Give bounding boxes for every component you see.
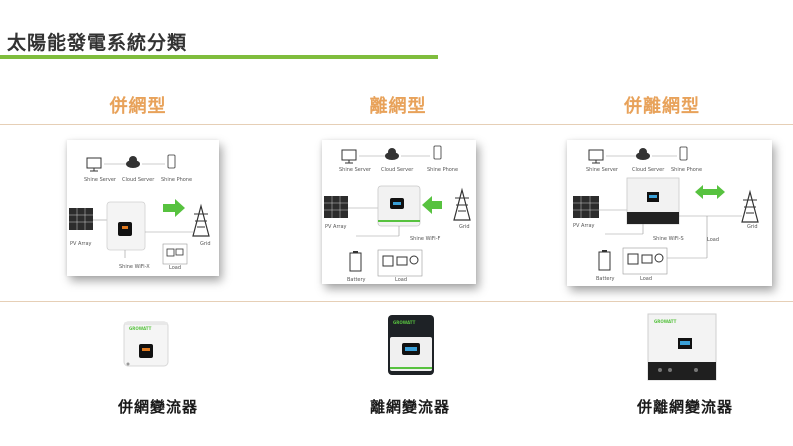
label-shine-wifi: Shine WiFi-F — [410, 236, 441, 242]
label-shine-wifi: Shine WiFi-X — [119, 264, 150, 270]
label-grid: Grid — [200, 241, 211, 247]
label-battery: Battery — [596, 276, 615, 282]
grid-tied-system-diagram: Shine Server Cloud Server Shine Phone PV… — [67, 140, 219, 276]
label-shine-phone: Shine Phone — [427, 167, 459, 173]
arrow-right-icon — [163, 199, 185, 217]
monitor-icon — [588, 149, 604, 164]
monitor-icon — [86, 157, 102, 172]
label-shine-phone: Shine Phone — [671, 167, 703, 173]
brand-logo: GROWATT — [129, 326, 152, 331]
label-cloud-server: Cloud Server — [122, 177, 155, 183]
load-appliances-icon — [377, 249, 423, 277]
hybrid-inverter-image: GROWATT — [646, 312, 718, 382]
phone-icon — [167, 154, 176, 169]
label-shine-server: Shine Server — [84, 177, 116, 183]
label-cloud-server: Cloud Server — [381, 167, 414, 173]
off-grid-inverter-image: GROWATT — [386, 313, 436, 377]
battery-icon — [598, 250, 611, 271]
product-label-off-grid-inverter: 離網變流器 — [369, 398, 450, 416]
solar-panel-icon — [324, 196, 348, 218]
inverter-icon — [377, 185, 421, 227]
brand-logo: GROWATT — [393, 320, 416, 325]
cloud-icon — [385, 148, 399, 160]
arrow-double-icon — [695, 185, 725, 199]
label-pv-array: PV Array — [70, 241, 92, 247]
label-pv-array: PV Array — [325, 224, 347, 230]
label-grid: Grid — [459, 224, 470, 230]
label-grid: Grid — [747, 224, 758, 230]
hybrid-system-diagram: Shine Server Cloud Server Shine Phone PV… — [567, 140, 772, 286]
inverter-icon — [106, 201, 146, 251]
phone-icon — [433, 145, 442, 160]
page-title: 太陽能發電系統分類 — [7, 32, 188, 54]
product-label-hybrid-inverter: 併離網變流器 — [636, 398, 733, 416]
divider-top — [0, 124, 793, 125]
label-battery: Battery — [347, 277, 366, 283]
label-shine-phone: Shine Phone — [161, 177, 193, 183]
label-shine-server: Shine Server — [586, 167, 618, 173]
arrow-left-icon — [422, 196, 442, 214]
solar-panel-icon — [69, 208, 93, 230]
label-shine-wifi: Shine WiFi-S — [653, 236, 684, 242]
off-grid-system-diagram: Shine Server Cloud Server Shine Phone PV… — [322, 140, 476, 284]
label-shine-server: Shine Server — [339, 167, 371, 173]
label-pv-array: PV Array — [573, 223, 595, 229]
transmission-tower-icon — [192, 203, 210, 237]
label-load-top: Load — [707, 237, 719, 243]
label-load: Load — [169, 265, 181, 271]
battery-icon — [349, 251, 362, 272]
transmission-tower-icon — [741, 189, 759, 223]
grid-tied-inverter-image: GROWATT — [120, 318, 172, 370]
column-title-hybrid: 併離網型 — [624, 96, 700, 117]
label-cloud-server: Cloud Server — [632, 167, 665, 173]
product-label-grid-tied-inverter: 併網變流器 — [117, 398, 198, 416]
monitor-icon — [341, 149, 357, 164]
transmission-tower-icon — [453, 187, 471, 221]
cloud-icon — [636, 148, 650, 160]
label-load: Load — [640, 276, 652, 282]
phone-icon — [679, 146, 688, 161]
column-title-grid-tied: 併網型 — [109, 96, 167, 117]
brand-logo: GROWATT — [654, 319, 677, 324]
column-title-off-grid: 離網型 — [369, 96, 427, 117]
label-load: Load — [395, 277, 407, 283]
load-appliances-icon — [622, 247, 668, 275]
title-underline — [0, 55, 438, 59]
cloud-icon — [126, 156, 140, 168]
load-appliances-icon — [162, 243, 188, 265]
divider-bottom — [0, 301, 793, 302]
inverter-icon — [626, 177, 680, 225]
solar-panel-icon — [573, 196, 599, 218]
